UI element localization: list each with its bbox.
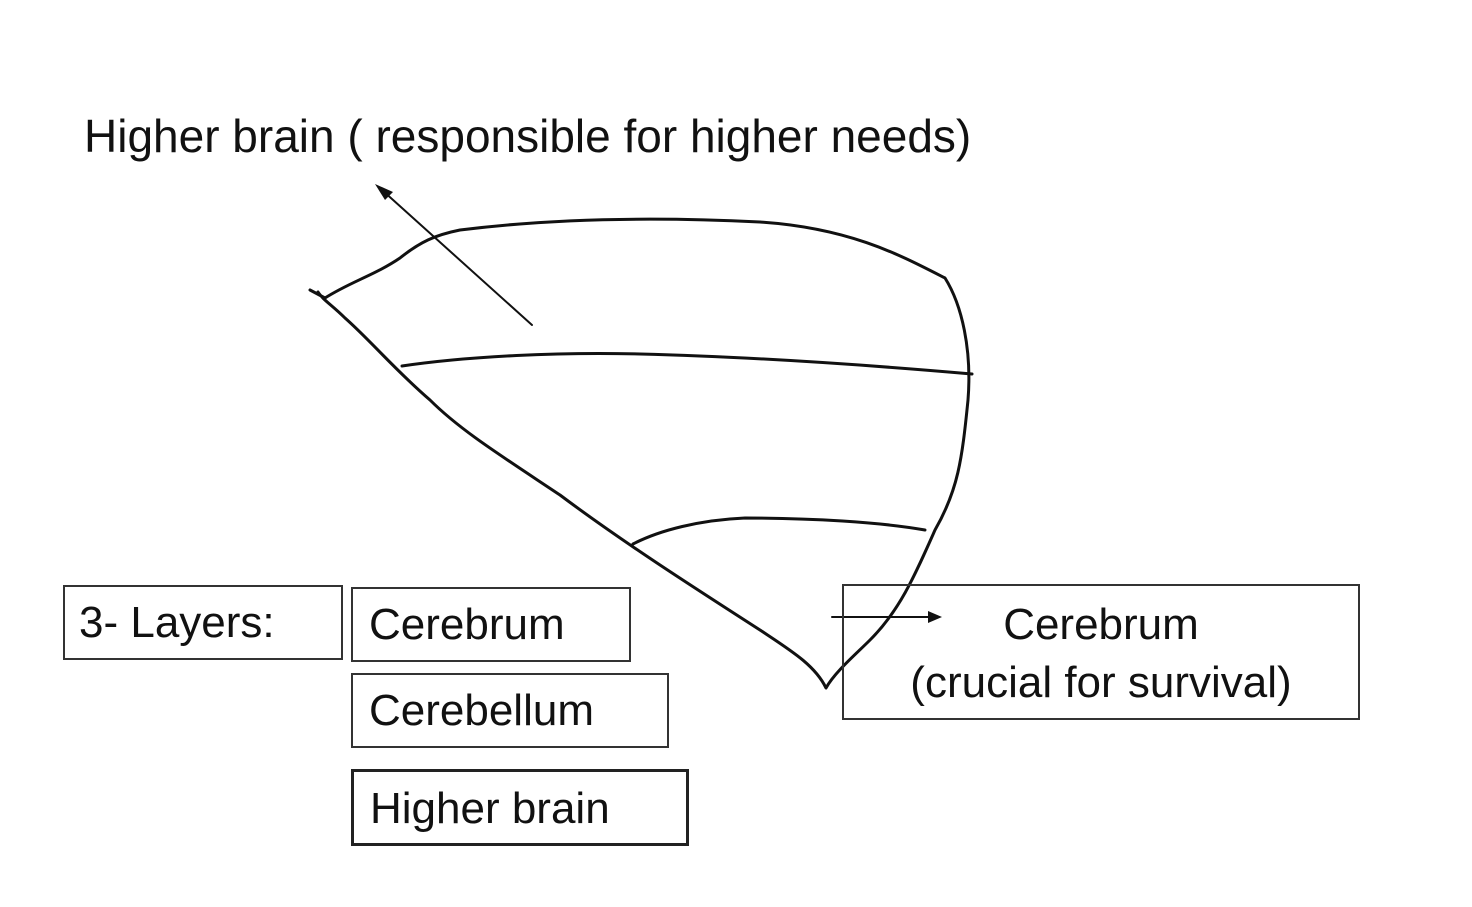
upper-layer-divider xyxy=(400,352,974,376)
layer-label-cerebrum: Cerebrum xyxy=(369,600,565,649)
layer-box-cerebellum: Cerebellum xyxy=(351,673,669,748)
layer-box-higher-brain: Higher brain xyxy=(351,769,689,846)
callout-title: Cerebrum xyxy=(1003,600,1199,649)
title-pointer-arrow xyxy=(381,189,533,326)
brain-outline xyxy=(308,217,971,690)
cerebrum-callout-box: Cerebrum (crucial for survival) xyxy=(842,584,1360,720)
callout-pointer-arrowhead xyxy=(928,611,942,623)
callout-description: (crucial for survival) xyxy=(910,658,1292,707)
layers-label: 3- Layers: xyxy=(79,598,275,647)
layer-label-higher-brain: Higher brain xyxy=(370,784,610,833)
lower-layer-divider xyxy=(631,516,927,546)
layer-box-cerebrum: Cerebrum xyxy=(351,587,631,662)
layers-label-box: 3- Layers: xyxy=(63,585,343,660)
diagram-title: Higher brain ( responsible for higher ne… xyxy=(84,110,972,162)
layer-label-cerebellum: Cerebellum xyxy=(369,686,594,735)
title-pointer-arrowhead xyxy=(375,184,393,200)
